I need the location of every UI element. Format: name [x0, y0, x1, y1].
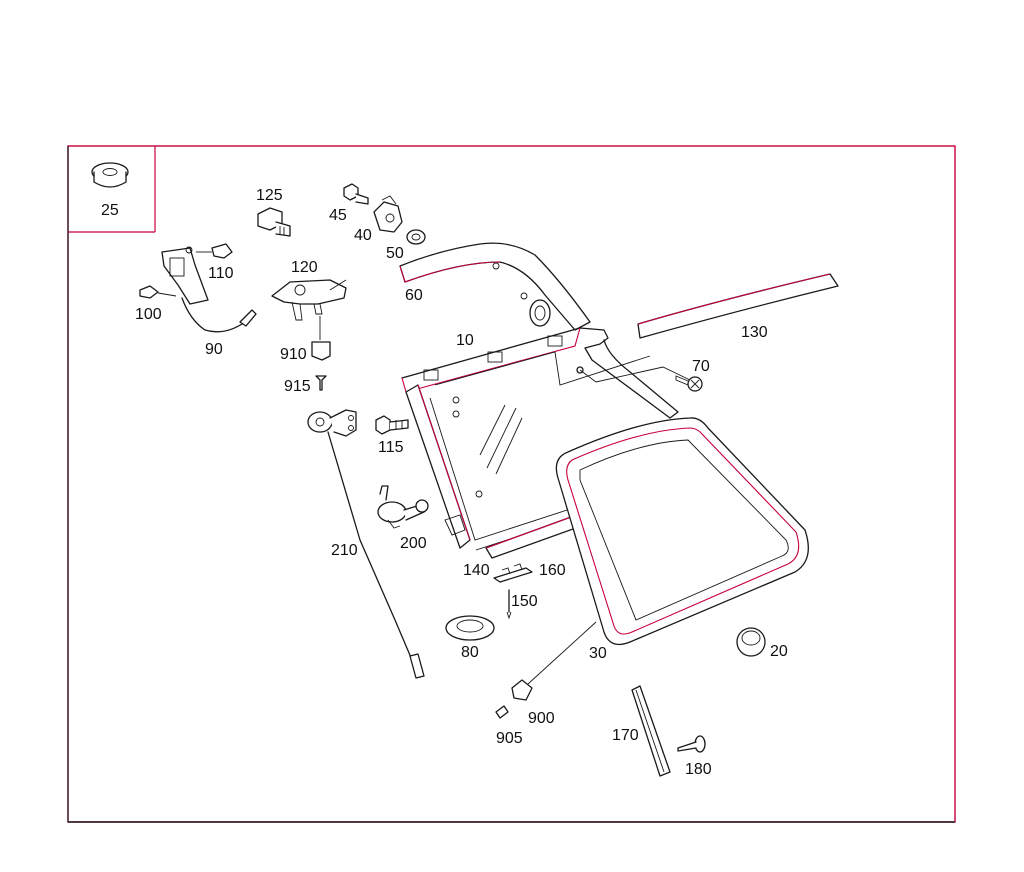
trim-piece-part-170 — [631, 685, 671, 777]
frame-arch-part — [399, 242, 591, 331]
label-200: 200 — [400, 535, 427, 552]
label-180: 180 — [685, 761, 712, 778]
label-40: 40 — [354, 227, 372, 244]
label-160: 160 — [539, 562, 566, 579]
label-905: 905 — [496, 730, 523, 747]
label-20: 20 — [770, 643, 788, 660]
label-10: 10 — [456, 332, 474, 349]
bolt-part-115 — [375, 415, 409, 435]
hinge-assembly-part — [139, 243, 257, 333]
label-60: 60 — [405, 287, 423, 304]
label-115: 115 — [378, 439, 404, 456]
screw-part-180 — [677, 735, 706, 753]
label-170: 170 — [612, 727, 639, 744]
label-50: 50 — [386, 245, 404, 262]
label-110: 110 — [208, 265, 234, 282]
label-900: 900 — [528, 710, 555, 727]
bolt-part-125 — [257, 207, 291, 237]
label-150: 150 — [511, 593, 538, 610]
trim-strip-part — [637, 273, 839, 339]
label-915: 915 — [284, 378, 311, 395]
pin-part-915 — [315, 375, 327, 391]
nut-icon — [91, 162, 129, 188]
rod-cable-part-210 — [307, 409, 425, 679]
clip-strip-part-160 — [493, 563, 533, 583]
bracket-part-40 — [373, 195, 403, 233]
lock-cylinder-part-200 — [377, 485, 429, 529]
label-140: 140 — [463, 562, 490, 579]
label-45: 45 — [329, 207, 347, 224]
cap-part-20 — [736, 627, 766, 657]
label-130: 130 — [741, 324, 768, 341]
block-part-910 — [311, 341, 331, 361]
screw-part-70 — [675, 375, 703, 392]
window-frame-part — [401, 327, 701, 551]
grommet-part-80 — [445, 615, 495, 641]
label-910: 910 — [280, 346, 307, 363]
label-125: 125 — [256, 187, 283, 204]
label-100: 100 — [135, 306, 162, 323]
label-80: 80 — [461, 644, 479, 661]
label-210: 210 — [331, 542, 358, 559]
label-25: 25 — [101, 202, 119, 219]
label-90: 90 — [205, 341, 223, 358]
inset-box: 25 — [68, 146, 156, 233]
connector-part-900 — [511, 679, 533, 701]
screw-part-150 — [506, 589, 512, 620]
label-30: 30 — [589, 645, 607, 662]
window-seal-part — [555, 417, 809, 646]
washer-part-50 — [406, 229, 426, 245]
label-120: 120 — [291, 259, 318, 276]
bolt-part-45 — [343, 183, 369, 205]
pin-part-905 — [495, 705, 509, 719]
label-70: 70 — [692, 358, 710, 375]
lock-mechanism-part — [271, 279, 347, 321]
